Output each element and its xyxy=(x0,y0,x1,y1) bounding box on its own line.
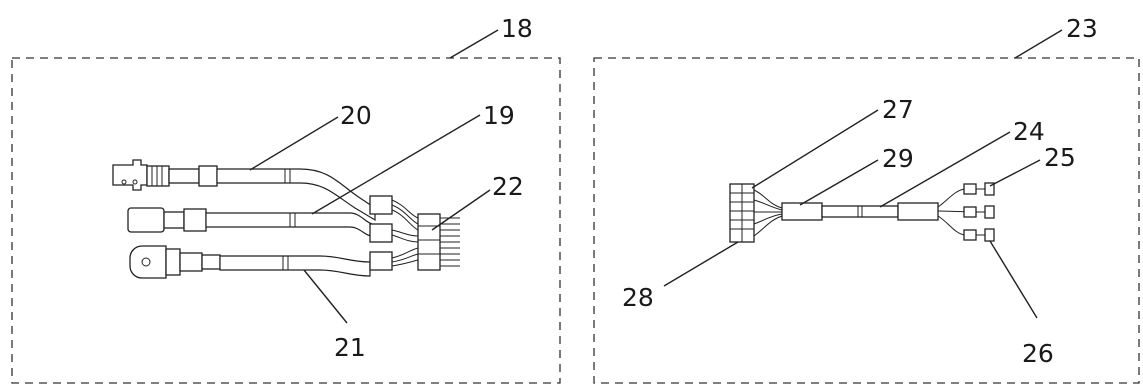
leader-20 xyxy=(249,116,339,171)
callout-28: 28 xyxy=(622,283,654,312)
callout-18: 18 xyxy=(501,14,533,43)
bottom-wire xyxy=(129,245,393,279)
connector-22 xyxy=(417,213,460,271)
terminal-leads xyxy=(937,182,995,242)
leader-22 xyxy=(431,189,491,231)
callout-22: 22 xyxy=(492,172,524,201)
leader-27 xyxy=(751,109,879,189)
callout-20: 20 xyxy=(340,101,372,130)
leader-21 xyxy=(303,269,348,324)
callout-23: 23 xyxy=(1066,14,1098,43)
callout-21: 21 xyxy=(334,333,366,362)
leader-29 xyxy=(799,159,879,206)
callout-26: 26 xyxy=(1022,339,1054,368)
assembly-18-frame xyxy=(11,57,561,384)
leader-18 xyxy=(449,29,499,59)
assembly-23: 23 xyxy=(593,14,1140,384)
leader-28 xyxy=(663,241,739,287)
callout-29: 29 xyxy=(882,144,914,173)
leader-25 xyxy=(989,159,1041,187)
callout-19: 19 xyxy=(483,101,515,130)
connector-28 xyxy=(729,183,755,243)
leader-23 xyxy=(1014,29,1063,59)
leader-24 xyxy=(879,131,1011,208)
fan-wires-left xyxy=(753,189,783,237)
top-plug xyxy=(112,159,218,191)
callout-25: 25 xyxy=(1044,143,1076,172)
callout-24: 24 xyxy=(1013,117,1045,146)
cable-29-24 xyxy=(781,202,939,221)
leader-19 xyxy=(311,114,481,215)
middle-wire xyxy=(127,207,393,243)
assembly-18: 18 xyxy=(11,14,561,384)
wire-fan xyxy=(391,199,419,267)
callout-27: 27 xyxy=(882,95,914,124)
top-wire xyxy=(216,168,393,222)
assembly-23-frame xyxy=(593,57,1140,384)
leader-26 xyxy=(989,240,1038,319)
